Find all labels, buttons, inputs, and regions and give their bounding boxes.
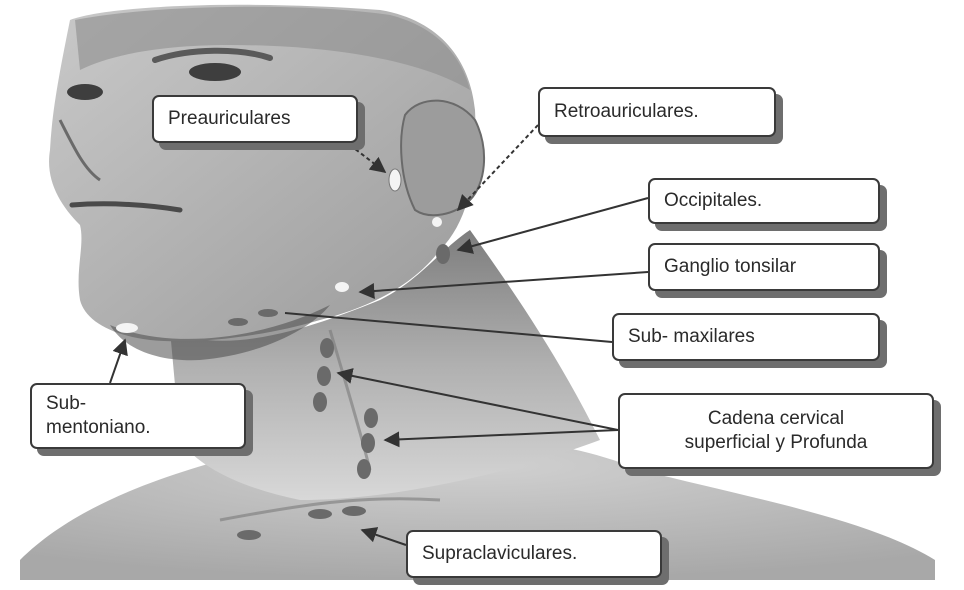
leader-submaxilares <box>284 312 613 343</box>
leader-cadena-cervical-2 <box>383 429 619 448</box>
ear-shape <box>400 99 486 217</box>
label-occipitales: Occipitales. <box>648 178 880 224</box>
label-supraclaviculares: Supraclaviculares. <box>406 530 662 578</box>
node-occipital <box>436 244 450 264</box>
label-submaxilares: Sub- maxilares <box>612 313 880 361</box>
eye-left <box>67 84 103 100</box>
neck-muscle-line <box>328 329 372 471</box>
node-supraclavicular-3 <box>342 506 366 516</box>
label-retroauriculares: Retroauriculares. <box>538 87 776 137</box>
label-preauriculares: Preauriculares <box>152 95 358 143</box>
eye-right <box>189 63 241 81</box>
node-cervical-3 <box>313 392 327 412</box>
node-submaxilar-2 <box>258 309 278 317</box>
node-submentoniano <box>116 323 138 333</box>
leader-cadena-cervical-1 <box>336 368 619 431</box>
leader-submentoniano <box>109 338 128 384</box>
node-cervical-2 <box>317 366 331 386</box>
node-supraclavicular-2 <box>308 509 332 519</box>
node-cervical-6 <box>357 459 371 479</box>
eyebrow <box>152 47 273 63</box>
node-retroauricular <box>432 217 442 227</box>
label-cadena-cervical: Cadena cervical superficial y Profunda <box>618 393 934 469</box>
node-cervical-4 <box>364 408 378 428</box>
neck-shape <box>170 230 600 500</box>
leader-ganglio-tonsilar <box>358 271 649 299</box>
node-supraclavicular-1 <box>237 530 261 540</box>
node-cervical-1 <box>320 338 334 358</box>
leader-supraclaviculares <box>360 527 407 546</box>
node-preauricular <box>388 168 402 192</box>
leader-occipitales <box>456 197 649 254</box>
hair-shading <box>75 6 470 91</box>
node-submaxilar-1 <box>228 318 248 326</box>
head-shape <box>49 4 476 342</box>
node-cervical-5 <box>361 433 375 453</box>
leader-preauriculares <box>349 144 387 173</box>
leader-retroauriculares <box>456 124 539 212</box>
nose <box>58 119 101 182</box>
node-tonsilar <box>335 282 349 292</box>
label-submentoniano: Sub- mentoniano. <box>30 383 246 449</box>
clavicle <box>219 497 441 522</box>
label-ganglio-tonsilar: Ganglio tonsilar <box>648 243 880 291</box>
mouth <box>69 201 183 213</box>
jaw-shadow <box>110 305 330 361</box>
